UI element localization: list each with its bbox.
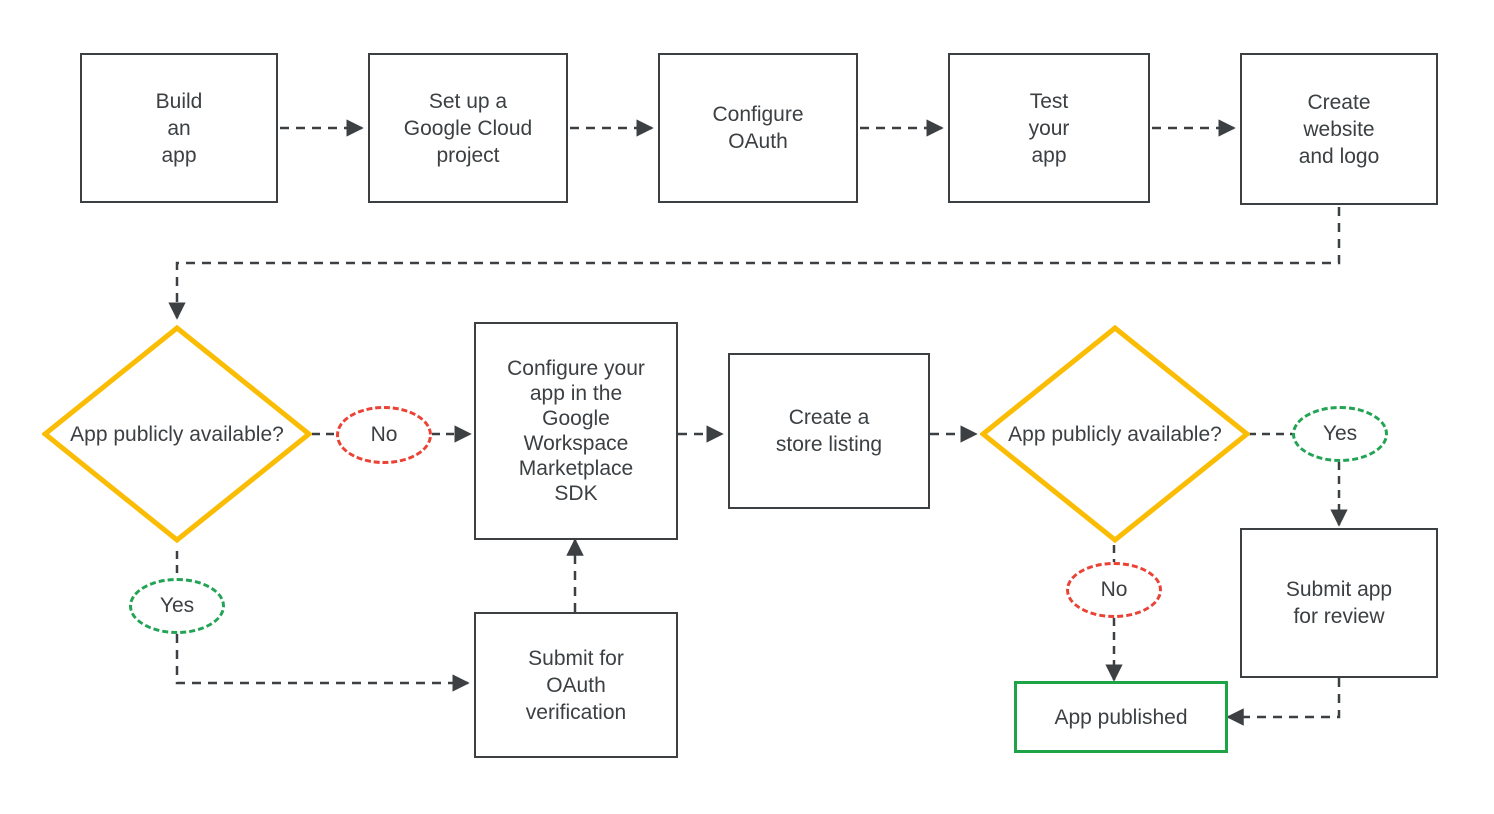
edge-label-no-1: No (336, 406, 432, 464)
node-decision-app-publicly-available-2[interactable]: App publicly available? (980, 325, 1250, 543)
node-app-published-label: App published (1054, 705, 1188, 729)
node-test-your-app-label: Test your app (1028, 89, 1070, 167)
edge-label-no-2-text: No (1100, 578, 1128, 601)
node-build-an-app[interactable]: Build an app (80, 53, 278, 203)
edge-yes-to-submit-oauth (175, 634, 470, 692)
node-configure-app-in-marketplace-sdk[interactable]: Configure your app in the Google Workspa… (474, 322, 678, 540)
node-decision-2-label: App publicly available? (1008, 422, 1222, 446)
node-submit-app-review-label: Submit app for review (1285, 578, 1393, 628)
edge-submit-review-to-app-published (1226, 678, 1341, 726)
node-submit-oauth-label: Submit for OAuth verification (525, 646, 627, 724)
edge-website-to-decision1 (168, 207, 1341, 320)
edge-label-yes-1: Yes (129, 578, 225, 634)
node-setup-project[interactable]: Set up a Google Cloud project (368, 53, 568, 203)
node-submit-app-for-review[interactable]: Submit app for review (1240, 528, 1438, 678)
node-create-website-and-logo-label: Create website and logo (1298, 90, 1380, 168)
decision-diamond-shape-2 (980, 325, 1250, 543)
edge-label-no-1-text: No (370, 423, 398, 446)
node-decision-1-label: App publicly available? (70, 422, 284, 446)
node-decision-app-publicly-available-1[interactable]: App publicly available? (42, 325, 312, 543)
node-app-published[interactable]: App published (1014, 681, 1228, 753)
node-test-your-app[interactable]: Test your app (948, 53, 1150, 203)
node-submit-for-oauth-verification[interactable]: Submit for OAuth verification (474, 612, 678, 758)
node-configure-oauth-label: Configure OAuth (712, 103, 804, 153)
node-create-store-listing-label: Create a store listing (775, 406, 883, 456)
node-create-a-store-listing[interactable]: Create a store listing (728, 353, 930, 509)
node-build-an-app-label: Build an app (155, 89, 203, 167)
edge-label-yes-2-text: Yes (1322, 422, 1358, 445)
edge-label-yes-1-text: Yes (159, 594, 195, 617)
node-configure-oauth[interactable]: Configure OAuth (658, 53, 858, 203)
node-setup-project-label: Set up a Google Cloud project (403, 89, 533, 167)
edge-label-no-2: No (1066, 562, 1162, 618)
decision-diamond-shape-1 (42, 325, 312, 543)
edge-label-yes-2: Yes (1292, 406, 1388, 462)
node-configure-sdk-label: Configure your app in the Google Workspa… (507, 357, 645, 505)
node-create-website-and-logo[interactable]: Create website and logo (1240, 53, 1438, 205)
